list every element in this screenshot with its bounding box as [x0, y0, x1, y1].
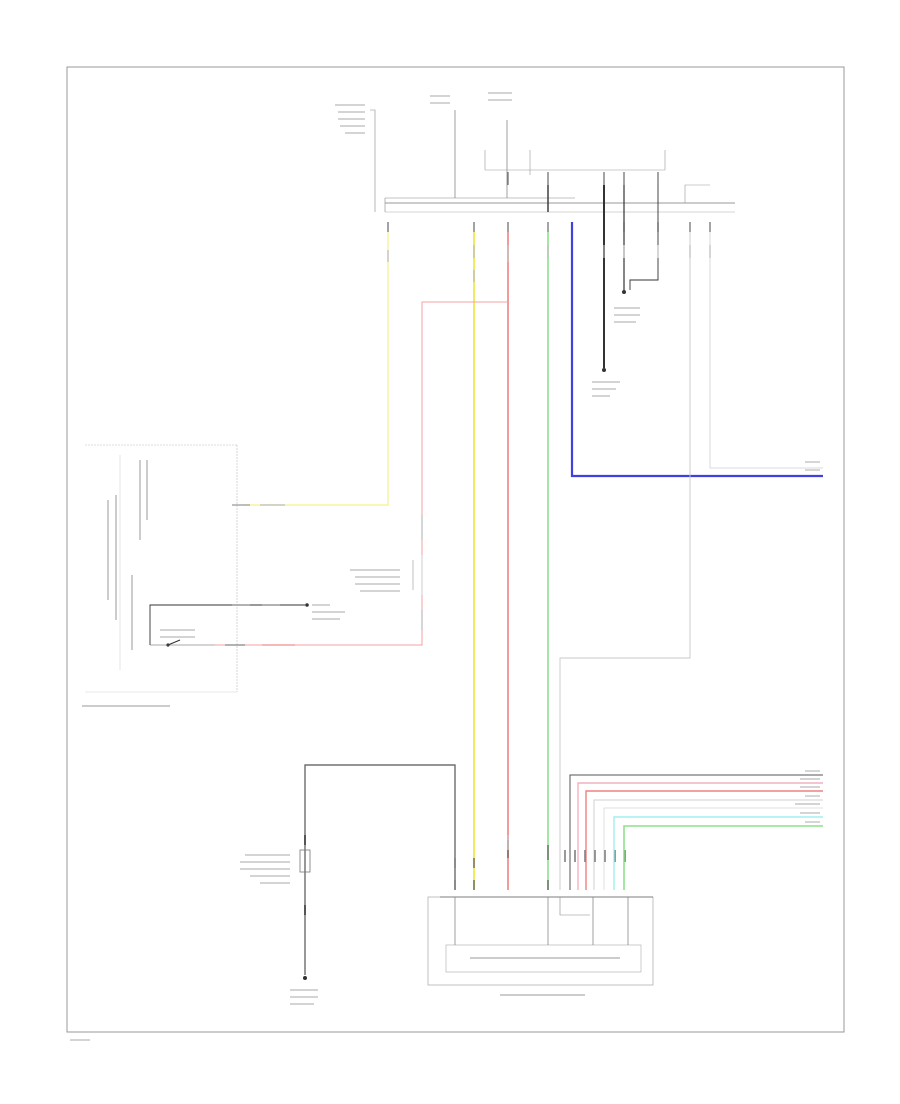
ground-symbol-right [614, 290, 640, 323]
ground-symbol-mid [592, 368, 620, 397]
junction-connector-pins [387, 172, 711, 232]
wire-tags [387, 245, 711, 850]
body-control-panel [82, 444, 285, 707]
control-module [427, 896, 654, 996]
diagram-border [66, 66, 845, 1033]
yellow-wire-left [242, 232, 389, 506]
top-supply-lines [370, 109, 710, 212]
gray-wire-right [559, 232, 691, 890]
sensor-component [350, 555, 423, 595]
black-wire-ground-right-2 [629, 185, 659, 290]
switch-circuit [149, 603, 345, 647]
blue-wire [570, 222, 823, 478]
module-connector-pins [454, 840, 626, 890]
gray-wire-far-right [709, 232, 823, 469]
right-bundle-labels [795, 770, 820, 823]
top-junction-block [384, 197, 735, 213]
fuse-circuit [240, 764, 456, 1005]
red-wire-loop [215, 301, 508, 646]
top-label-group [335, 92, 512, 134]
right-blue-labels [805, 461, 820, 471]
right-wire-bundle [569, 774, 823, 890]
